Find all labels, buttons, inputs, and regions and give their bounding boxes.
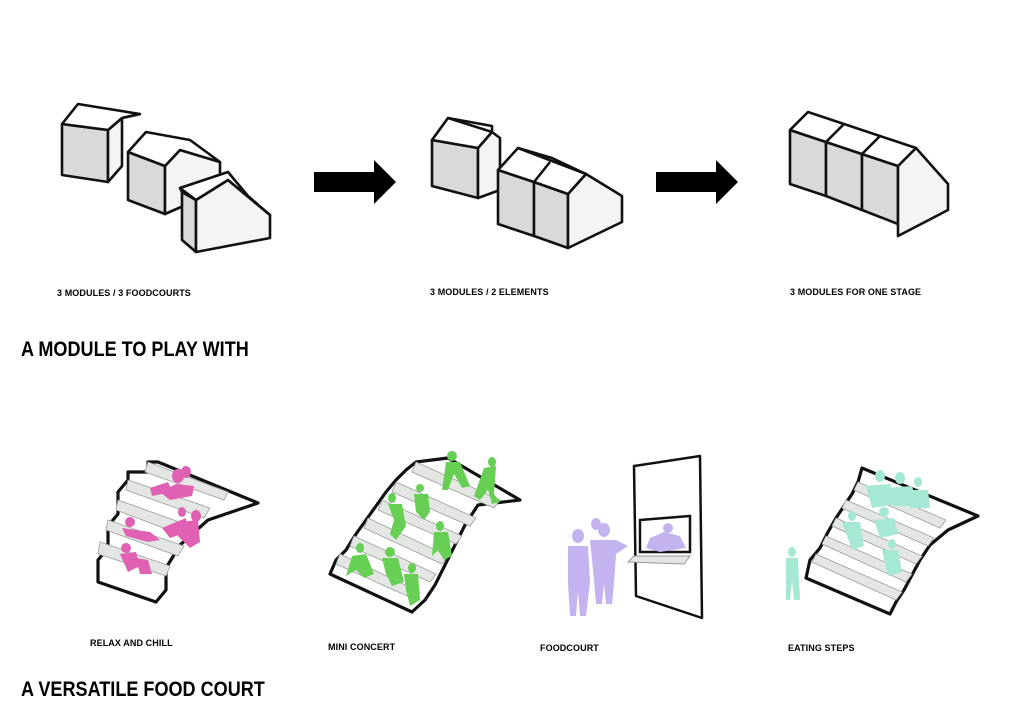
heading-module: A MODULE TO PLAY WITH	[21, 338, 249, 361]
eating-stairs-diagram	[786, 466, 980, 616]
arrow-right-icon	[314, 160, 396, 204]
caption-stage-modules: 3 MODULES FOR ONE STAGE	[790, 287, 922, 297]
caption-relax: RELAX AND CHILL	[90, 638, 173, 648]
person-group-relax	[120, 466, 201, 574]
module-box	[496, 146, 624, 250]
caption-concert: MINI CONCERT	[328, 642, 396, 652]
foodcourt-kiosk-diagram	[568, 454, 704, 620]
caption-paired-modules: 3 MODULES / 2 ELEMENTS	[430, 287, 549, 297]
relax-stairs-diagram	[96, 460, 260, 604]
module-box	[126, 130, 222, 216]
modules-paired-diagram	[430, 116, 624, 250]
heading-food-court: A VERSATILE FOOD COURT	[21, 678, 265, 701]
caption-separate-modules: 3 MODULES / 3 FOODCOURTS	[57, 288, 191, 298]
person-group-concert	[346, 451, 500, 606]
module-box	[430, 116, 502, 200]
person-group-eating	[786, 470, 930, 600]
kiosk-counter	[626, 555, 691, 565]
caption-eating: EATING STEPS	[788, 643, 855, 653]
modules-stage-diagram	[788, 110, 950, 238]
concert-stairs-diagram	[328, 451, 522, 614]
module-box	[60, 102, 142, 184]
person-group-foodcourt	[568, 518, 686, 616]
module-box	[178, 170, 272, 254]
arrow-right-icon	[656, 160, 738, 204]
modules-separate-diagram	[60, 102, 272, 254]
caption-foodcourt: FOODCOURT	[540, 643, 599, 653]
